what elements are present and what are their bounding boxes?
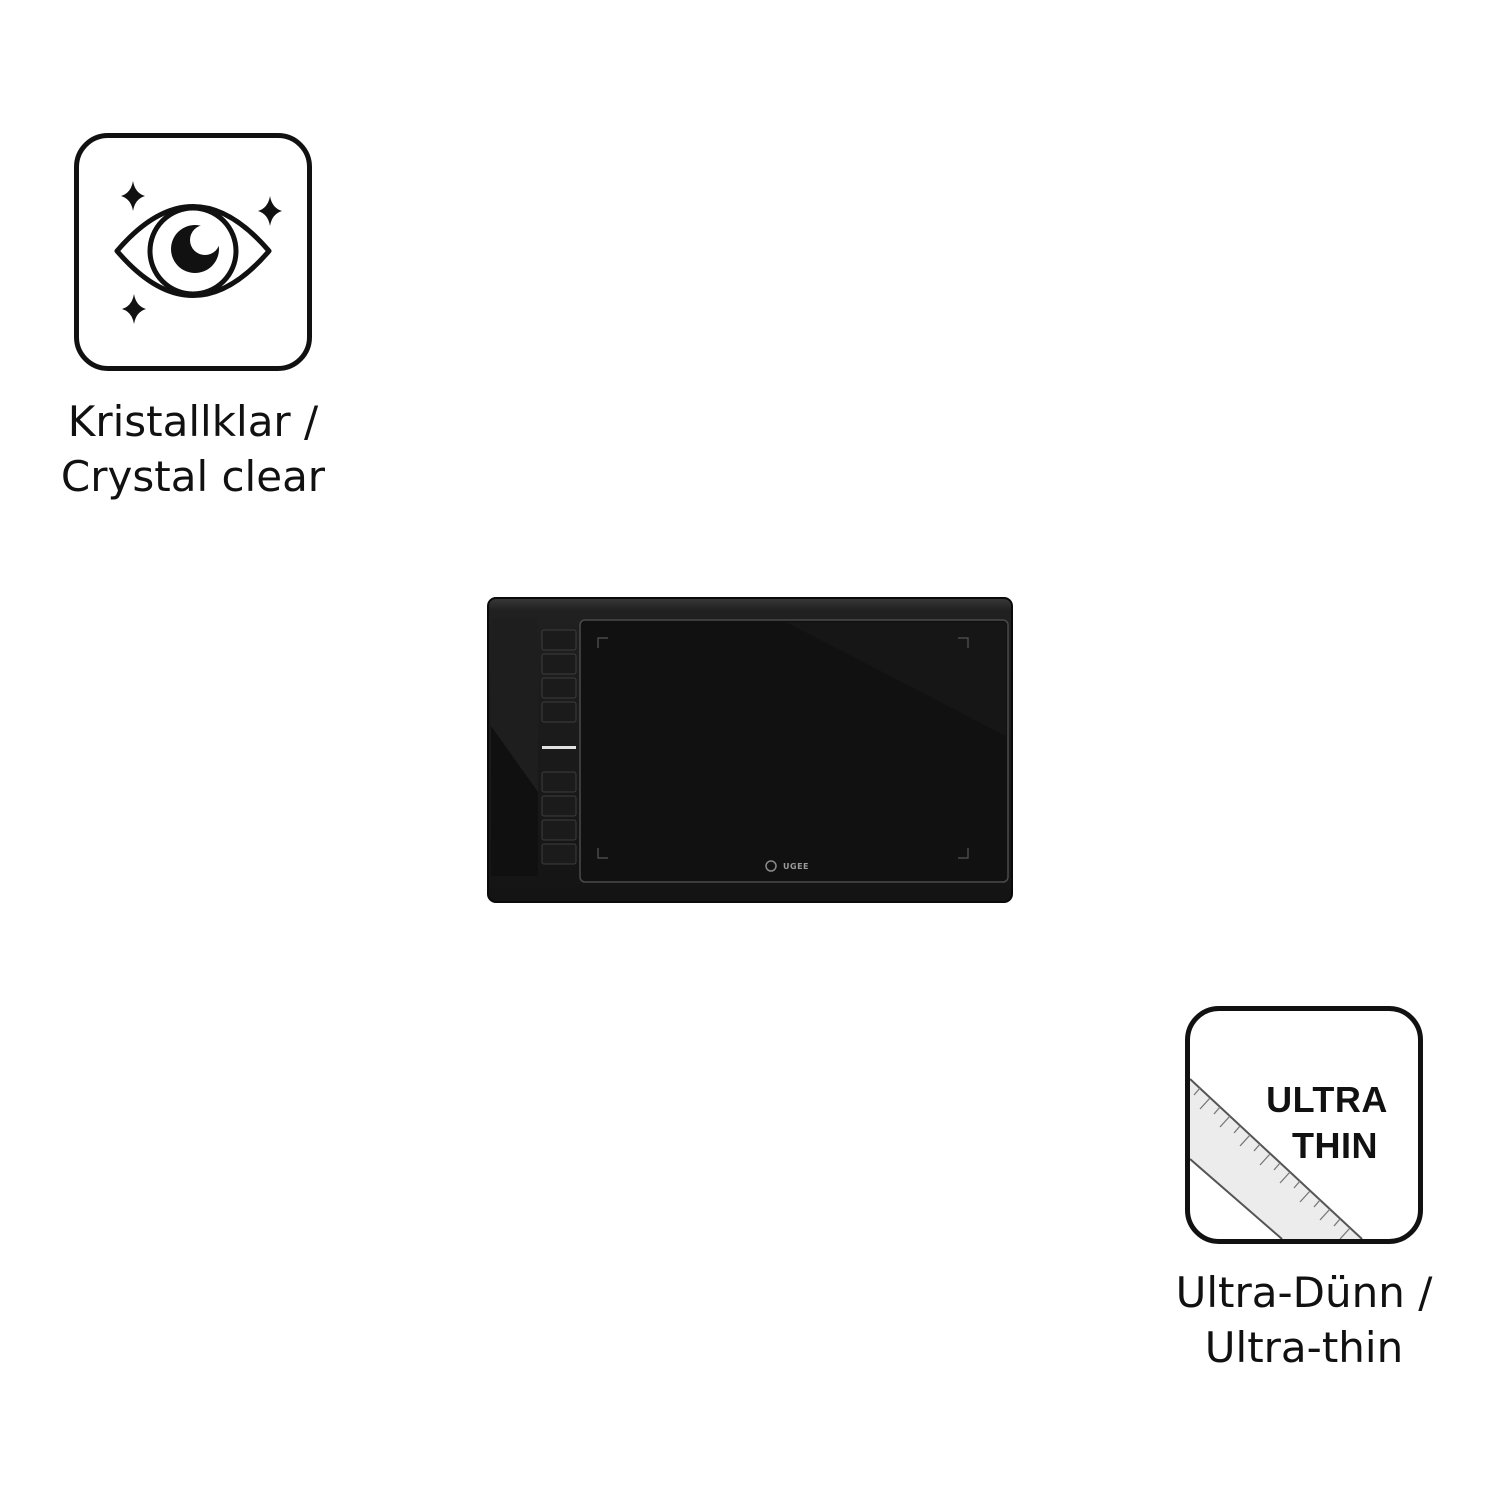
caption-line-english: Crystal clear [60, 452, 326, 501]
caption-line-english: Ultra-thin [1204, 1323, 1404, 1372]
sparkle-eye-icon [114, 181, 282, 324]
tablet-brand-logo: UGEE [783, 862, 809, 871]
caption-line-german: Kristallklar / [67, 397, 319, 446]
badge-line-thin: THIN [1292, 1125, 1378, 1166]
drawing-tablet-image [487, 597, 1013, 903]
ruler-thin-icon [1190, 1078, 1363, 1239]
badge-line-ultra: ULTRA [1266, 1079, 1388, 1120]
ultra-thin-badge-text: ULTRA THIN [1232, 1077, 1418, 1169]
crystal-clear-caption: Kristallklar / Crystal clear [33, 394, 353, 504]
ultra-thin-caption: Ultra-Dünn / Ultra-thin [1144, 1265, 1464, 1375]
express-keys [541, 629, 577, 865]
caption-line-german: Ultra-Dünn / [1175, 1268, 1433, 1317]
crystal-clear-badge [74, 133, 312, 371]
ultra-thin-badge: ULTRA THIN [1185, 1006, 1423, 1244]
